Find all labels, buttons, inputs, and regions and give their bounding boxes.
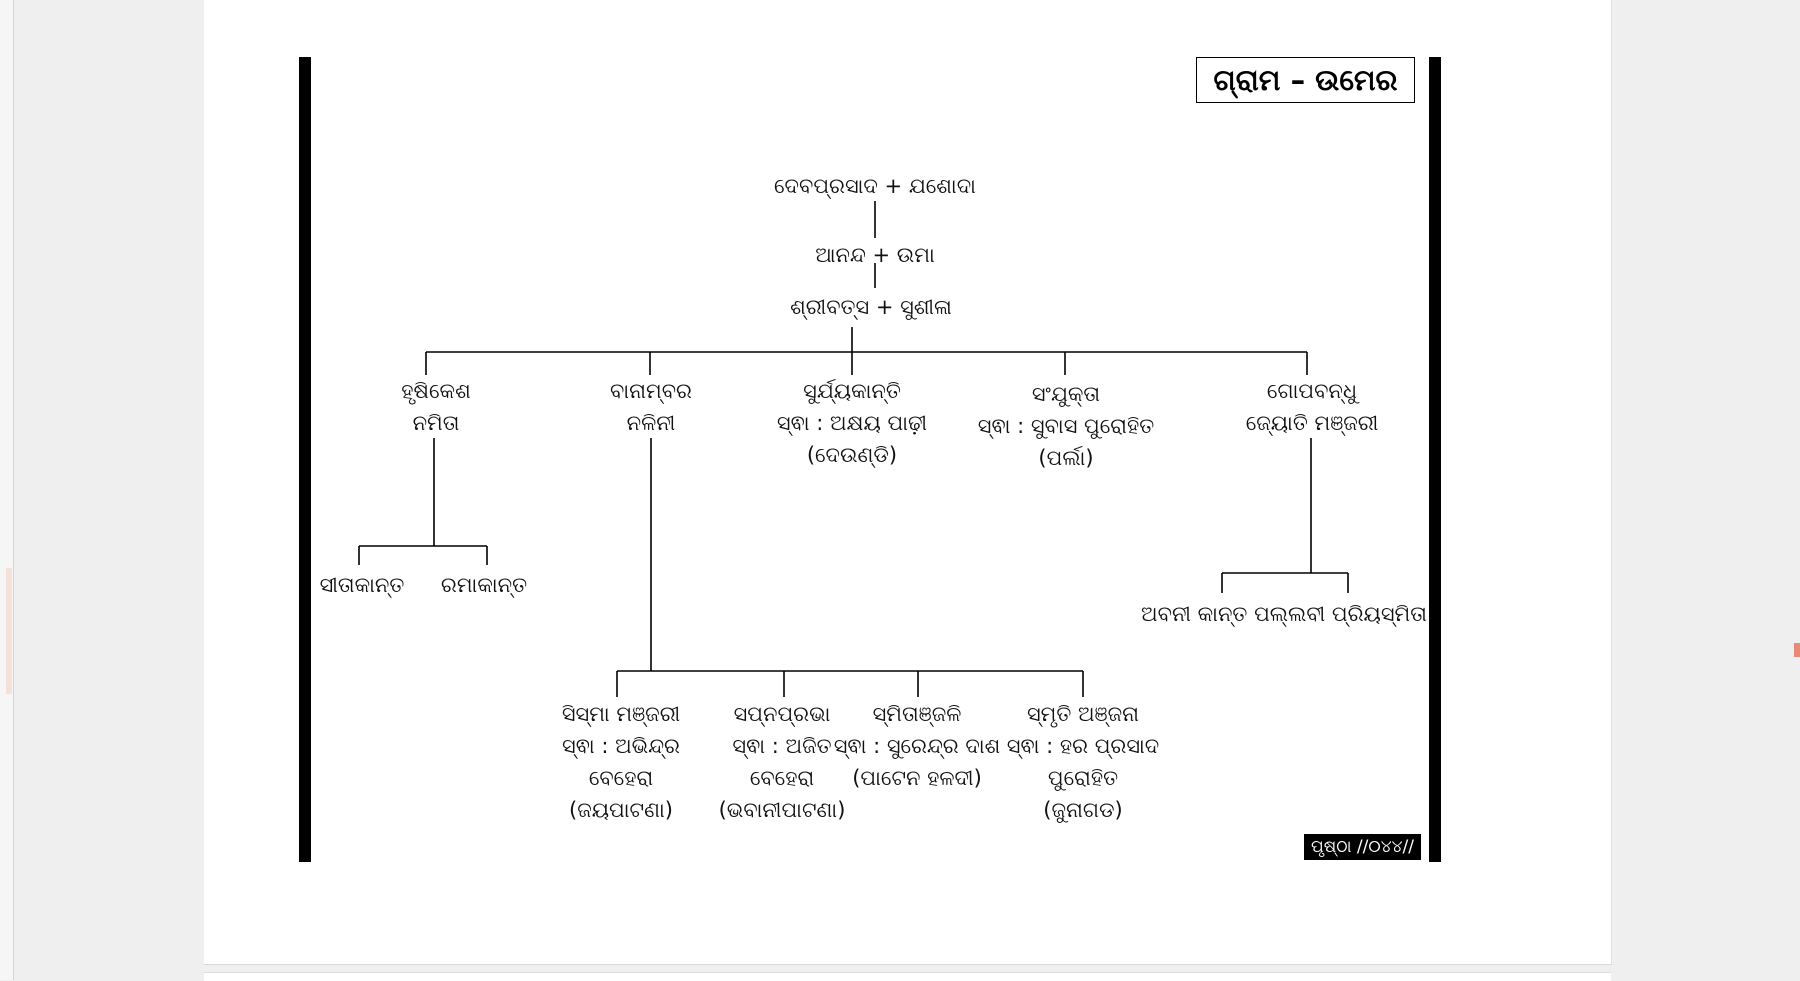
- grandchild-smitanjali: ସ୍ମିତାଞ୍ଜଳି ସ୍ଵା : ସୁରେନ୍ଦ୍ର ଦାଶ (ପାଟେନ …: [834, 698, 1001, 794]
- grandchild-sapnaprabha: ସପ୍ନପ୍ରଭା ସ୍ଵା : ଅଜିତ ବେହେରା (ଭବାନୀପାଟଣା…: [719, 698, 846, 826]
- node-line: ସପ୍ନପ୍ରଭା: [733, 702, 831, 726]
- child-node-suryakanti: ସୁର୍ଯ୍ୟକାନ୍ତି ସ୍ଵା : ଅକ୍ଷୟ ପାଢ଼ୀ (ଦେଉଣ୍ଡ…: [777, 375, 927, 471]
- node-line: ଗୋପବନ୍ଧୁ: [1266, 379, 1358, 403]
- grandchild-ramakanta: ରମାକାନ୍ତ: [440, 573, 528, 597]
- child-node-banambar: ବାନାମ୍ବର ନଳିନୀ: [610, 375, 692, 439]
- node-line: (ପର୍ଲା): [1038, 446, 1094, 470]
- node-line: ସ୍ଵା : ଅକ୍ଷୟ ପାଢ଼ୀ: [776, 411, 928, 435]
- node-line: (ଜୟପାଟଣା): [569, 798, 673, 822]
- node-line: ଜ୍ୟୋତି ମଞ୍ଜରୀ: [1245, 411, 1379, 435]
- node-line: ସଂଯୁକ୍ତା: [1031, 382, 1101, 406]
- family-tree-slide: ଗ୍ରାମ – ଉମେର: [299, 57, 1441, 862]
- left-gutter: [0, 0, 14, 980]
- node-line: ବେହେରା: [749, 766, 815, 790]
- next-page-edge: [204, 972, 1611, 981]
- node-line: ସ୍ଵା : ହର ପ୍ରସାଦ: [1006, 734, 1160, 758]
- tree-node-gen3: ଶ୍ରୀବତ୍ସ + ସୁଶୀଳା: [790, 295, 952, 319]
- node-line: (ପାଟେନ ହଳଦୀ): [852, 766, 982, 790]
- node-line: ବାନାମ୍ବର: [610, 379, 692, 403]
- node-line: (ଦେଉଣ୍ଡି): [806, 443, 898, 467]
- tree-connector-lines: [358, 201, 1349, 697]
- right-border-bar: [1429, 57, 1441, 862]
- node-line: ସ୍ଵା : ସୁରେନ୍ଦ୍ର ଦାଶ: [833, 734, 1001, 758]
- node-line: ସ୍ଵା : ଅଭିନ୍ଦ୍ର: [562, 734, 680, 758]
- tree-node-gen1: ଦେବପ୍ରସାଦ + ଯଶୋଦା: [774, 174, 976, 198]
- tree-node-gen2: ଆନନ୍ଦ + ଉମା: [815, 243, 935, 267]
- node-line: ସ୍ମୃତି ଅଞ୍ଜନା: [1026, 702, 1140, 726]
- village-title: ଗ୍ରାମ – ଉମେର: [1196, 57, 1415, 103]
- node-line: ହୃଷିକେଶ: [401, 379, 471, 403]
- node-line: ସୁର୍ଯ୍ୟକାନ୍ତି: [803, 379, 901, 403]
- node-line: ନମିତା: [412, 411, 460, 435]
- child-node-hrushikesh: ହୃଷିକେଶ ନମିତା: [401, 375, 470, 439]
- node-line: ସ୍ଵା : ଅଜିତ: [732, 734, 832, 758]
- gopabandhu-children: ଅବନୀ କାନ୍ତ ପଲ୍ଲବୀ ପ୍ରିୟସ୍ମିତା: [1141, 602, 1427, 626]
- document-page: ଗ୍ରାମ – ଉମେର: [204, 0, 1612, 965]
- node-line: ସ୍ମିତାଞ୍ଜଳି: [872, 702, 962, 726]
- scroll-marker[interactable]: [1794, 643, 1800, 657]
- child-node-gopabandhu: ଗୋପବନ୍ଧୁ ଜ୍ୟୋତି ମଞ୍ଜରୀ: [1246, 375, 1379, 439]
- node-line: (ଜୁନାଗଡ): [1043, 798, 1123, 822]
- node-line: ନଳିନୀ: [626, 411, 676, 435]
- node-line: (ଭବାନୀପାଟଣା): [718, 798, 846, 822]
- node-line: ପୁରୋହିତ: [1047, 766, 1119, 790]
- left-border-bar: [299, 57, 311, 862]
- grandchild-sitakanta: ସୀତାକାନ୍ତ: [319, 573, 405, 597]
- node-line: ସିସ୍ମା ମଞ୍ଜରୀ: [561, 702, 681, 726]
- node-line: ସ୍ଵା : ସୁବାସ ପୁରୋହିତ: [977, 414, 1155, 438]
- grandchild-smruti-anjana: ସ୍ମୃତି ଅଞ୍ଜନା ସ୍ଵା : ହର ପ୍ରସାଦ ପୁରୋହିତ (…: [1007, 698, 1160, 826]
- grandchild-sisma-manjari: ସିସ୍ମା ମଞ୍ଜରୀ ସ୍ଵା : ଅଭିନ୍ଦ୍ର ବେହେରା (ଜୟ…: [562, 698, 680, 826]
- gutter-accent: [6, 568, 12, 694]
- node-line: ବେହେରା: [588, 766, 654, 790]
- page-number-label: ପୃଷ୍ଠା //୦୪୪//: [1304, 834, 1421, 860]
- child-node-sanjukta: ସଂଯୁକ୍ତା ସ୍ଵା : ସୁବାସ ପୁରୋହିତ (ପର୍ଲା): [978, 378, 1154, 474]
